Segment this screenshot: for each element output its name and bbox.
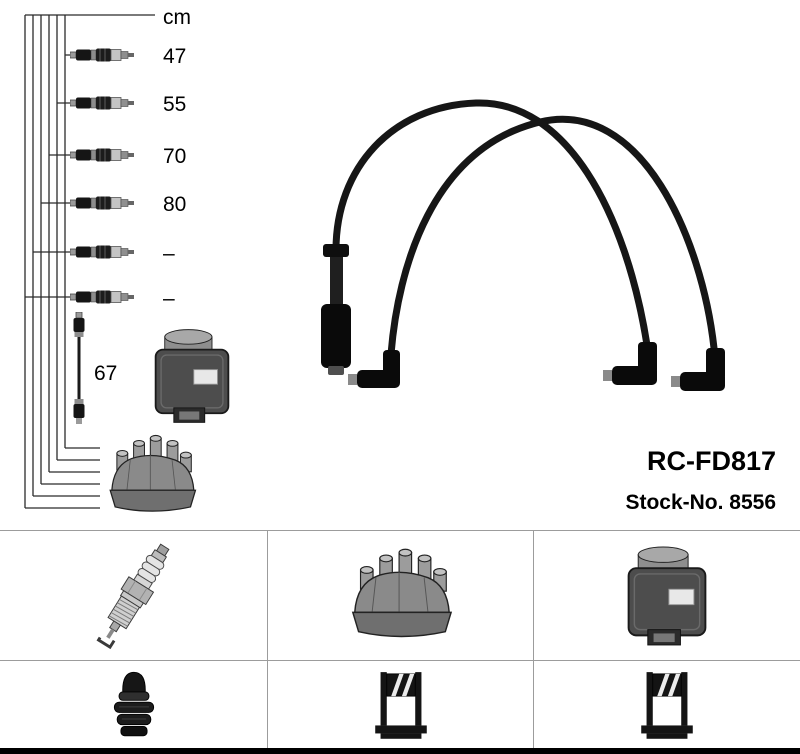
straight-boot-icon — [321, 244, 351, 375]
grid-cell-cable-holder-1 — [267, 660, 533, 748]
ignition-cable-set-illustration — [321, 99, 725, 391]
terminal-cap-icon — [106, 668, 162, 742]
elbow-boot-icon — [671, 348, 725, 391]
ignition-cable-a — [321, 99, 657, 385]
unit-header: cm — [163, 6, 191, 29]
cable-length-row: – — [70, 242, 175, 265]
cable-holder-icon — [635, 670, 699, 740]
stock-number: Stock-No. 8556 — [625, 491, 776, 514]
bottom-border — [0, 748, 800, 754]
cable-length-row: 70 — [70, 145, 186, 168]
cable-length-row: 47 — [70, 45, 186, 68]
cable-length-label: 55 — [163, 93, 186, 116]
elbow-boot-icon — [348, 350, 400, 388]
grid-cell-ignition-coil — [533, 530, 800, 660]
cable-length-label: 80 — [163, 193, 186, 216]
coil-lead-length-label: 67 — [94, 362, 117, 385]
elbow-boot-icon — [603, 342, 657, 385]
cable-length-label: 70 — [163, 145, 186, 168]
grid-cell-terminal-cap — [0, 660, 267, 748]
spark-plug-icon — [84, 534, 184, 657]
ignition-coil-icon — [619, 543, 715, 649]
cable-length-label: – — [163, 287, 175, 310]
part-number: RC-FD817 — [646, 446, 776, 476]
grid-cell-spark-plug — [0, 530, 267, 660]
grid-cell-cable-holder-2 — [533, 660, 800, 748]
ignition-cable-b — [348, 116, 725, 391]
cable-length-diagram: cm 47 55 70 80 – – 67 — [24, 6, 230, 512]
coil-lead-row: 67 — [73, 312, 117, 425]
cable-holder-icon — [369, 670, 433, 740]
grid-cell-distributor-cap — [267, 530, 533, 660]
cable-length-label: 47 — [163, 45, 186, 68]
kit-contents-grid — [0, 530, 800, 748]
distributor-cap-icon — [340, 543, 462, 649]
cable-length-row: 55 — [70, 93, 186, 116]
cable-length-label: – — [163, 242, 175, 265]
cable-length-row: 80 — [70, 193, 186, 216]
measurement-lines — [24, 14, 155, 509]
cable-length-row: – — [70, 287, 175, 310]
